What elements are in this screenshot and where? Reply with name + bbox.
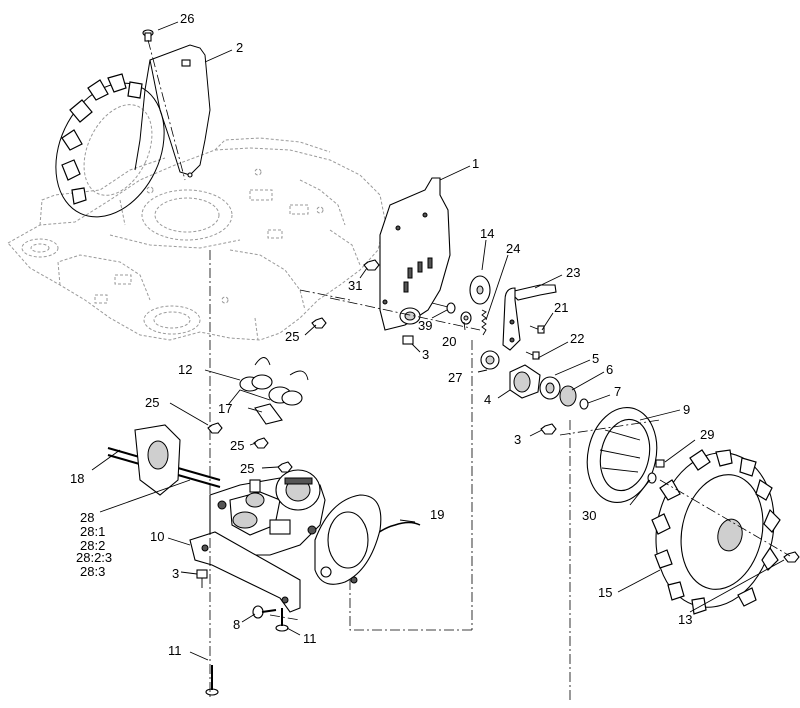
nut-31 — [363, 259, 380, 271]
callout-27: 27 — [448, 370, 462, 385]
callout-18: 18 — [70, 471, 84, 486]
lever-23 — [502, 284, 557, 351]
screw-22 — [525, 351, 540, 360]
cam-27 — [480, 350, 500, 370]
spring-24 — [481, 309, 487, 336]
screw-29 — [655, 459, 665, 468]
chassis-housing — [7, 137, 386, 341]
callout-14: 14 — [480, 226, 494, 241]
callout-11b: 11 — [303, 631, 317, 646]
callout-labels: 26 2 1 14 24 23 31 21 39 22 25 20 3 5 27… — [70, 11, 714, 658]
callout-25a: 25 — [285, 329, 299, 344]
pin-8 — [252, 605, 277, 619]
screw-3a — [402, 335, 414, 345]
callout-31: 31 — [348, 278, 362, 293]
bolt-11a — [205, 665, 219, 696]
screw-39 — [431, 302, 456, 314]
screw-3c — [196, 569, 208, 588]
callout-25c: 25 — [230, 438, 244, 453]
ring-7 — [579, 398, 589, 410]
spring-12 — [227, 357, 309, 406]
callout-11a: 11 — [168, 643, 182, 658]
callout-15: 15 — [598, 585, 612, 600]
pin-26 — [142, 29, 154, 42]
callout-13: 13 — [678, 612, 692, 627]
drive-plate — [314, 494, 382, 585]
drum-9 — [586, 406, 658, 504]
callout-12: 12 — [178, 362, 192, 377]
callout-28-1: 28:1 — [80, 524, 105, 539]
axle-18 — [107, 424, 221, 496]
mount-plate-10 — [189, 531, 301, 613]
washer-20 — [460, 311, 472, 325]
callout-26: 26 — [180, 11, 194, 26]
callout-20: 20 — [442, 334, 456, 349]
nut-25c — [253, 437, 269, 449]
callout-8: 8 — [233, 617, 240, 632]
callout-19: 19 — [430, 507, 444, 522]
callout-3c: 3 — [172, 566, 179, 581]
callout-7: 7 — [614, 384, 621, 399]
nut-25b — [207, 422, 223, 434]
callout-3b: 3 — [514, 432, 521, 447]
callout-25b: 25 — [145, 395, 159, 410]
leader-lines — [91, 21, 785, 661]
far-wheel — [55, 73, 165, 218]
bolt-11b — [275, 608, 289, 632]
gear-6 — [559, 385, 577, 407]
disc-14 — [469, 275, 491, 305]
callout-2: 2 — [236, 40, 243, 55]
wheel-15 — [651, 449, 781, 615]
plate-1 — [379, 177, 451, 331]
callout-10: 10 — [150, 529, 164, 544]
callout-39: 39 — [418, 318, 432, 333]
callout-30: 30 — [582, 508, 596, 523]
nut-25d — [277, 461, 293, 473]
callout-3a: 3 — [422, 347, 429, 362]
callout-4: 4 — [484, 392, 491, 407]
callout-6: 6 — [606, 362, 613, 377]
callout-9: 9 — [683, 402, 690, 417]
phantom-lines — [147, 39, 791, 700]
callout-21: 21 — [554, 300, 568, 315]
screw-21 — [529, 325, 545, 334]
callout-28: 28 — [80, 510, 94, 525]
transmission-28 — [209, 469, 326, 556]
callout-28-2: 28:2 — [80, 538, 105, 553]
callout-28-2-3: 28:2:3 — [76, 550, 112, 565]
callout-25d: 25 — [240, 461, 254, 476]
callout-28-3: 28:3 — [80, 564, 105, 579]
callout-1: 1 — [472, 156, 479, 171]
collar-5 — [539, 376, 561, 400]
pivot-17 — [254, 403, 283, 425]
callout-17: 17 — [218, 401, 232, 416]
bracket-2 — [134, 44, 211, 178]
nut-3b — [540, 423, 557, 435]
callout-5: 5 — [592, 351, 599, 366]
hub-4 — [509, 364, 541, 399]
callout-23: 23 — [566, 265, 580, 280]
callout-24: 24 — [506, 241, 520, 256]
callout-22: 22 — [570, 331, 584, 346]
callout-29: 29 — [700, 427, 714, 442]
